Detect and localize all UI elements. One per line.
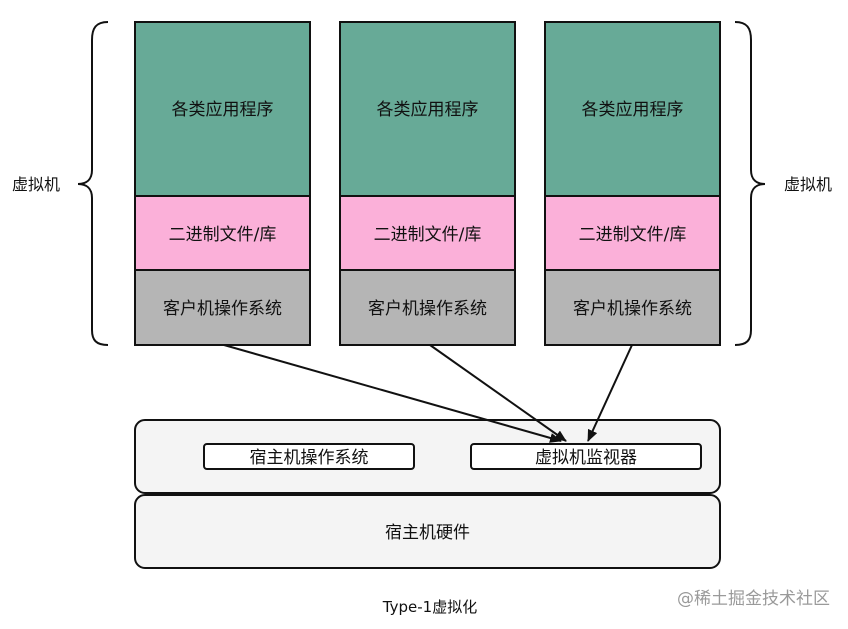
host-os-box [203,443,415,470]
vm-stack-1: 各类应用程序 二进制文件/库 客户机操作系统 [134,21,311,346]
left-brace [77,21,109,346]
vm-stack-3: 各类应用程序 二进制文件/库 客户机操作系统 [544,21,721,346]
hypervisor-label: 虚拟机监视器 [535,448,637,468]
arrow-vm3-to-hypervisor [587,344,633,442]
arrow-vm2-to-hypervisor [429,344,567,442]
right-vm-label: 虚拟机 [784,175,832,194]
guest-os-label: 客户机操作系统 [163,299,282,319]
watermark: @稀土掘金技术社区 [677,589,830,609]
guest-os-label: 客户机操作系统 [573,299,692,319]
apps-label: 各类应用程序 [582,100,684,120]
arrow-vm1-to-hypervisor [223,344,562,443]
apps-layer [134,21,311,197]
guest-os-label: 客户机操作系统 [368,299,487,319]
apps-label: 各类应用程序 [172,100,274,120]
binaries-label: 二进制文件/库 [374,225,482,245]
guest-os-layer [339,269,516,346]
vm-stack-2: 各类应用程序 二进制文件/库 客户机操作系统 [339,21,516,346]
host-os-panel [134,419,721,494]
host-hardware-panel [134,494,721,569]
binaries-label: 二进制文件/库 [169,225,277,245]
host-os-label: 宿主机操作系统 [250,448,369,468]
right-brace [734,21,766,346]
binaries-layer [544,195,721,271]
host-hardware-label: 宿主机硬件 [385,523,470,543]
hypervisor-box [470,443,702,470]
left-vm-label: 虚拟机 [12,175,60,194]
diagram-caption: Type-1虚拟化 [382,598,477,616]
apps-label: 各类应用程序 [377,100,479,120]
apps-layer [339,21,516,197]
binaries-layer [134,195,311,271]
binaries-label: 二进制文件/库 [579,225,687,245]
guest-os-layer [544,269,721,346]
guest-os-layer [134,269,311,346]
